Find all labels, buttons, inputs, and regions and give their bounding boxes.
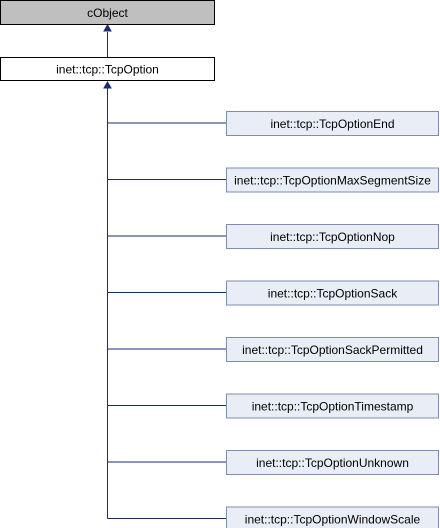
node-tcp-option-label: inet::tcp::TcpOption <box>56 63 159 77</box>
inheritance-edges <box>103 24 227 519</box>
node-tcp-option-sack[interactable]: inet::tcp::TcpOptionSack <box>226 280 439 306</box>
node-tcp-option[interactable]: inet::tcp::TcpOption <box>0 57 215 81</box>
node-cobject[interactable]: cObject <box>0 0 215 25</box>
node-tcp-option-sack-permitted[interactable]: inet::tcp::TcpOptionSackPermitted <box>226 337 439 362</box>
node-tcp-option-sack-box <box>226 280 439 306</box>
node-tcp-option-window-scale-label: inet::tcp::TcpOptionWindowScale <box>245 513 421 527</box>
node-tcp-option-nop-label: inet::tcp::TcpOptionNop <box>270 230 395 244</box>
derived-class-nodes: inet::tcp::TcpOptionEndinet::tcp::TcpOpt… <box>226 111 439 528</box>
node-tcp-option-end-label: inet::tcp::TcpOptionEnd <box>270 117 394 131</box>
node-cobject-label: cObject <box>87 6 128 20</box>
node-tcp-option-sack-permitted-label: inet::tcp::TcpOptionSackPermitted <box>242 343 423 357</box>
node-tcp-option-timestamp-label: inet::tcp::TcpOptionTimestamp <box>252 400 414 414</box>
node-tcp-option-timestamp-box <box>226 393 439 419</box>
node-tcp-option-window-scale-box <box>226 506 439 528</box>
node-tcp-option-max-segment-size-box <box>226 167 439 193</box>
node-tcp-option-end-box <box>226 111 439 136</box>
node-tcp-option-box <box>0 57 215 81</box>
node-tcp-option-nop[interactable]: inet::tcp::TcpOptionNop <box>226 224 439 249</box>
node-tcp-option-sack-label: inet::tcp::TcpOptionSack <box>268 287 398 301</box>
node-tcp-option-unknown[interactable]: inet::tcp::TcpOptionUnknown <box>226 450 439 475</box>
node-tcp-option-sack-permitted-box <box>226 337 439 362</box>
node-tcp-option-nop-box <box>226 224 439 249</box>
edge-arrowhead-cobject <box>103 24 112 32</box>
node-tcp-option-max-segment-size-label: inet::tcp::TcpOptionMaxSegmentSize <box>234 174 431 188</box>
node-tcp-option-end[interactable]: inet::tcp::TcpOptionEnd <box>226 111 439 136</box>
edge-arrowhead-tcp-option <box>103 81 112 89</box>
node-tcp-option-window-scale[interactable]: inet::tcp::TcpOptionWindowScale <box>226 506 439 528</box>
node-tcp-option-unknown-box <box>226 450 439 475</box>
node-cobject-box <box>0 0 215 25</box>
node-tcp-option-timestamp[interactable]: inet::tcp::TcpOptionTimestamp <box>226 393 439 419</box>
node-tcp-option-unknown-label: inet::tcp::TcpOptionUnknown <box>256 456 409 470</box>
node-tcp-option-max-segment-size[interactable]: inet::tcp::TcpOptionMaxSegmentSize <box>226 167 439 193</box>
